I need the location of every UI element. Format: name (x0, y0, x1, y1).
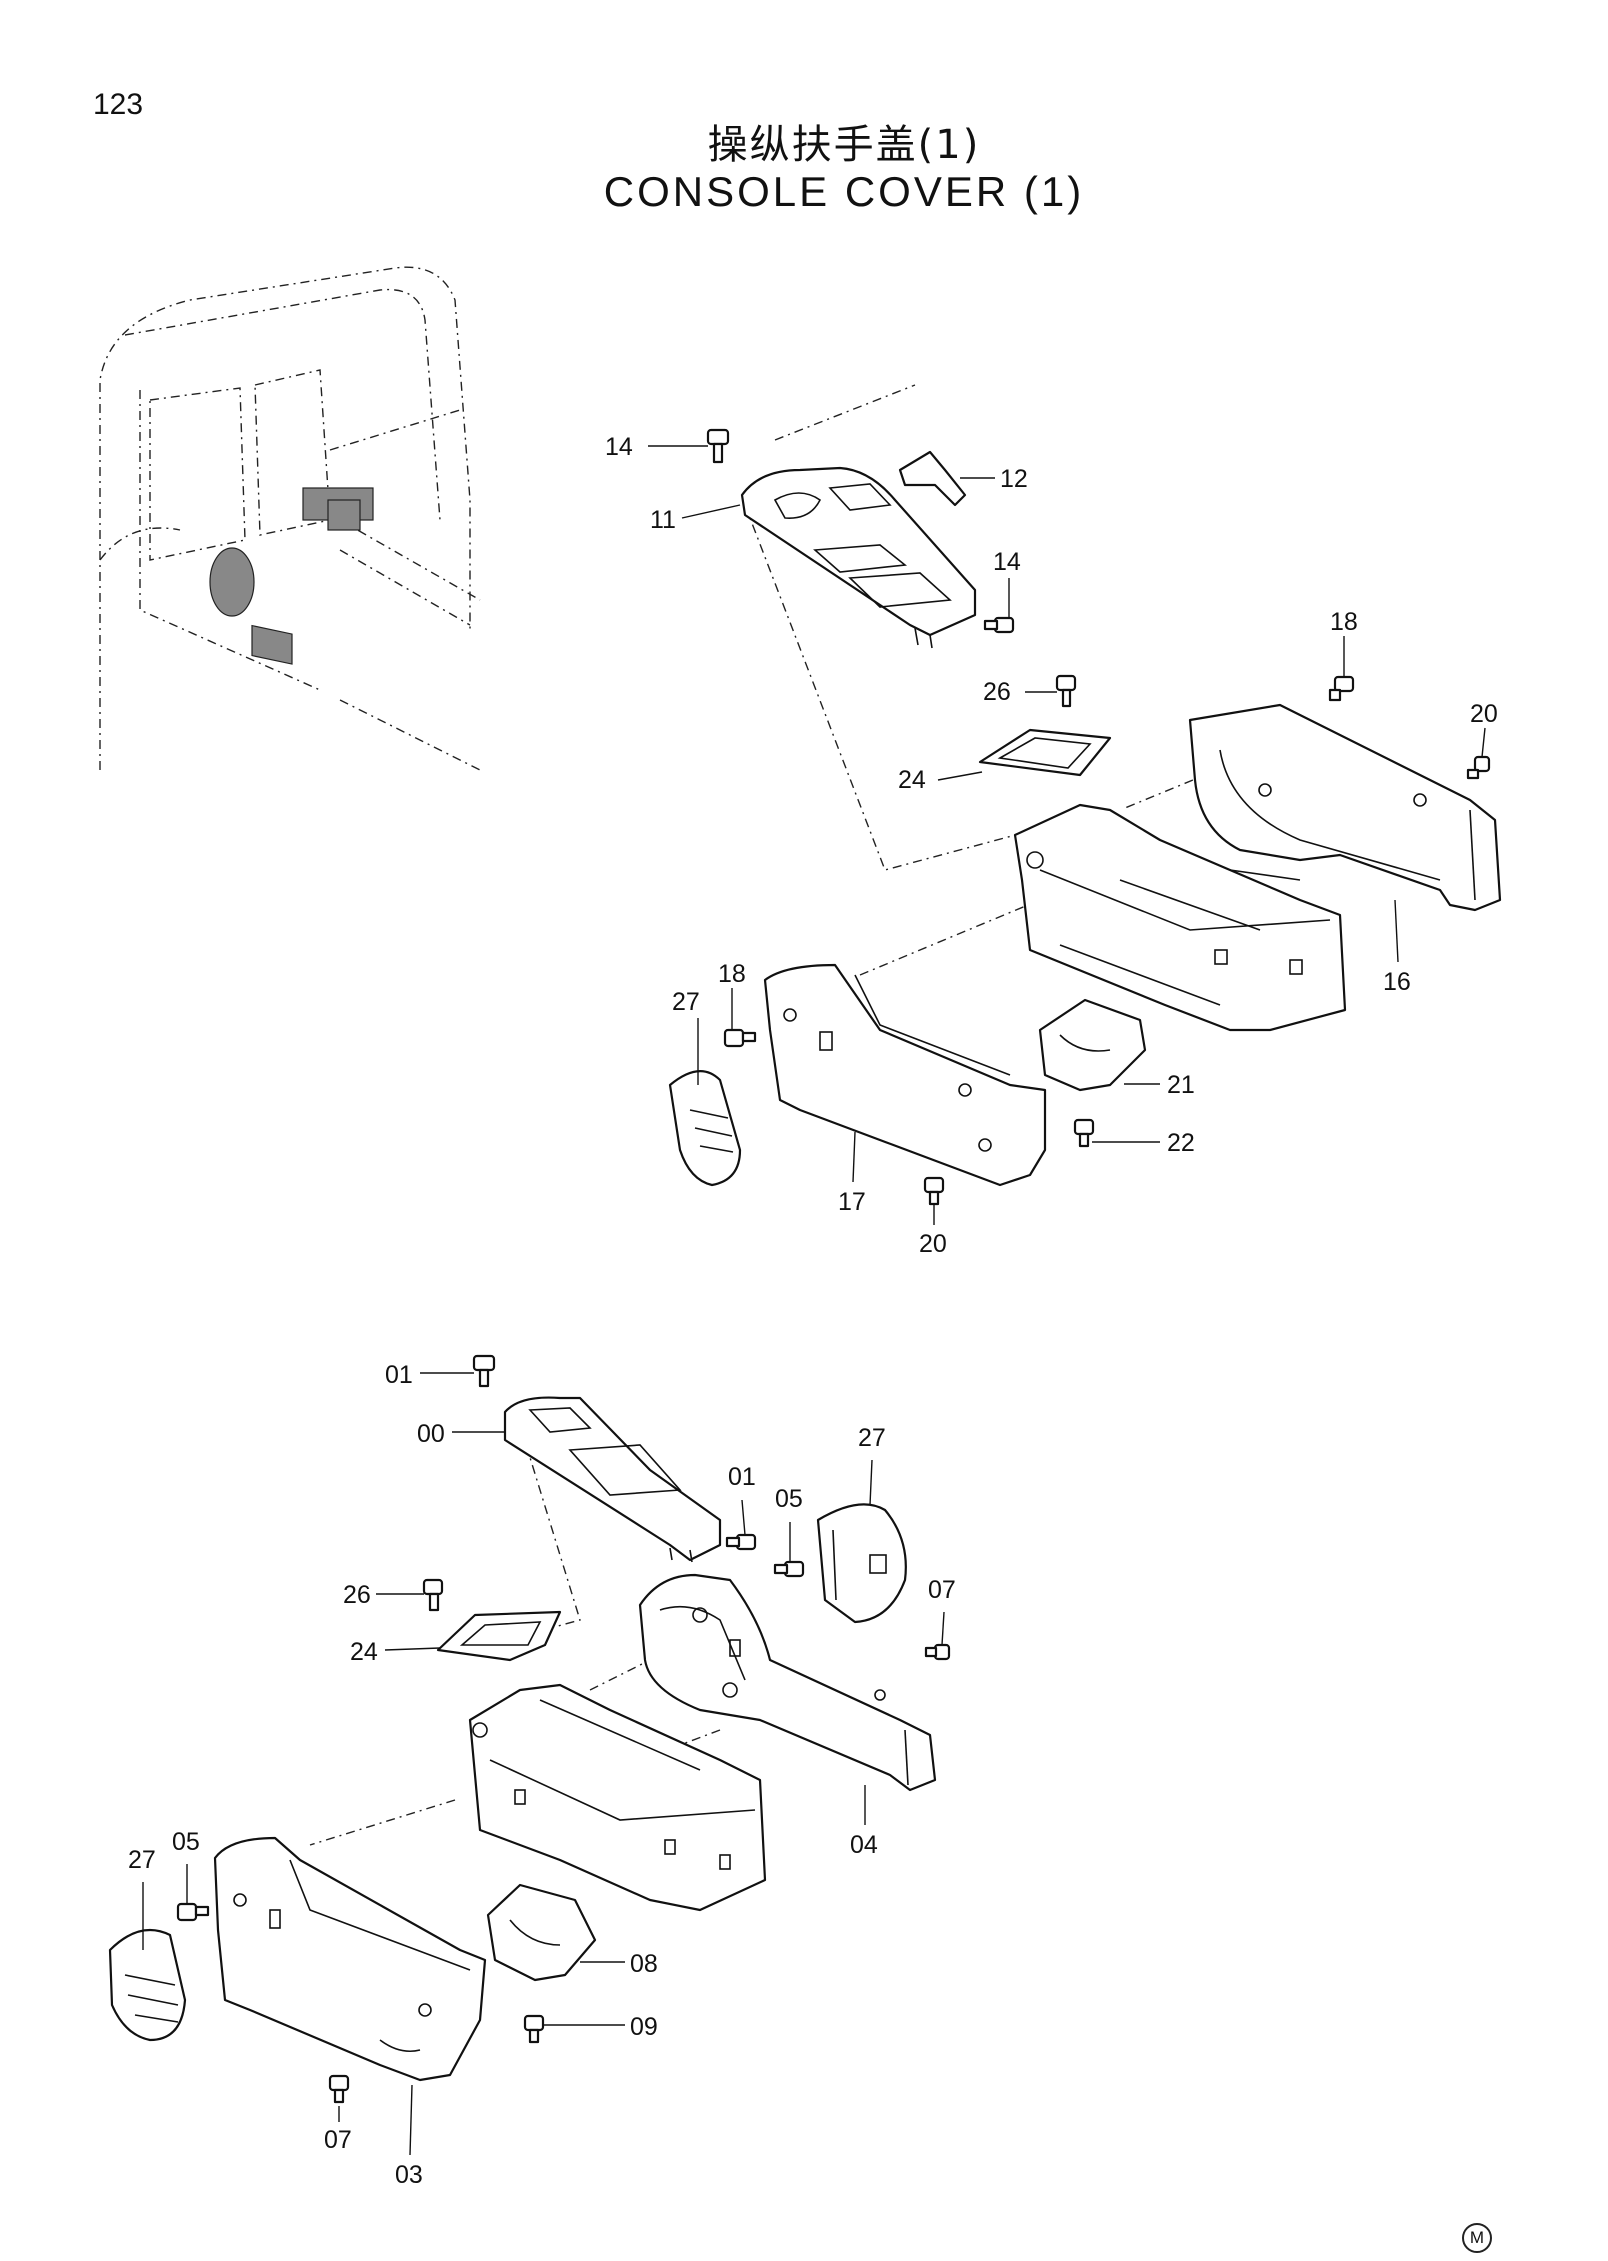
part-21-lower-bracket (1038, 998, 1147, 1092)
page-title-english: CONSOLE COVER (1) (603, 168, 1085, 215)
callout-05-upper: 05 (775, 1485, 803, 1513)
part-27-cap-lower-left (108, 1928, 187, 2042)
screw-07-lower-left (328, 2074, 350, 2104)
lower-callouts: 01 00 01 05 27 26 24 07 04 27 05 08 09 0… (128, 1361, 956, 2189)
screw-05-upper (773, 1560, 805, 1578)
screw-18-upper-left (723, 1028, 757, 1048)
callout-04: 04 (850, 1831, 878, 1859)
part-08-bracket (486, 1883, 597, 1982)
callout-00: 00 (417, 1420, 445, 1448)
part-24-grommet-lower (436, 1610, 562, 1662)
part-11-armrest (740, 466, 977, 637)
screw-14-top (706, 428, 730, 464)
callout-24-upper: 24 (898, 766, 926, 794)
part-00-armrest (503, 1396, 722, 1562)
page-number: 123 (93, 88, 144, 121)
callout-26-lower: 26 (343, 1581, 371, 1609)
callout-09: 09 (630, 2013, 658, 2041)
callout-24-lower: 24 (350, 1638, 378, 1666)
callout-21: 21 (1167, 1071, 1195, 1099)
screw-14-side (983, 616, 1015, 634)
upper-assembly (668, 384, 1502, 1206)
part-04-right-cover (638, 1573, 937, 1792)
part-16-right-cover (1188, 703, 1502, 912)
callout-18-right: 18 (1330, 608, 1358, 636)
callout-20-bottom: 20 (919, 1230, 947, 1258)
base-frame-upper (1013, 803, 1347, 1032)
callout-16: 16 (1383, 968, 1411, 996)
callout-08: 08 (630, 1950, 658, 1978)
screw-20-upper-bottom (923, 1176, 945, 1206)
page-title-chinese: 操纵扶手盖(1) (707, 122, 981, 168)
callout-11: 11 (650, 506, 676, 534)
callout-01-top: 01 (385, 1361, 413, 1389)
callout-14-side: 14 (993, 548, 1021, 576)
screw-07-upper-right (924, 1643, 951, 1661)
callout-01-side: 01 (728, 1463, 756, 1491)
callout-22: 22 (1167, 1129, 1195, 1157)
screw-22 (1073, 1118, 1095, 1148)
callout-20-right: 20 (1470, 700, 1498, 728)
callout-03: 03 (395, 2161, 423, 2189)
cab-overview-illustration (99, 266, 481, 771)
callout-05-lower: 05 (172, 1828, 200, 1856)
callout-18-left: 18 (718, 960, 746, 988)
part-24-grommet-upper (978, 728, 1112, 777)
screw-01-top (472, 1354, 496, 1388)
part-27-cap-lower-right (816, 1503, 907, 1624)
callout-07-right: 07 (928, 1576, 956, 1604)
manufacturer-mark: M (1462, 2223, 1492, 2253)
part-17-left-cover (763, 963, 1047, 1187)
callout-26-upper: 26 (983, 678, 1011, 706)
base-frame-lower (468, 1683, 767, 1912)
lower-assembly (108, 1354, 951, 2104)
screw-26-lower (422, 1578, 444, 1612)
part-03-left-cover (213, 1836, 487, 2082)
callout-27-left: 27 (128, 1846, 156, 1874)
screw-26-upper (1055, 674, 1077, 708)
callout-07-left: 07 (324, 2126, 352, 2154)
screw-01-side (725, 1533, 757, 1551)
callout-14-top: 14 (605, 433, 633, 461)
part-27-cap-upper (668, 1070, 742, 1187)
callout-17: 17 (838, 1188, 866, 1216)
screw-09 (523, 2014, 545, 2044)
part-12-bracket (898, 450, 967, 507)
screw-20-upper-right (1466, 755, 1491, 780)
upper-callouts: 14 12 11 14 18 20 26 24 16 18 27 21 22 1… (605, 433, 1498, 1258)
screw-05-lower (176, 1902, 210, 1922)
callout-12: 12 (1000, 465, 1028, 493)
callout-27-upper: 27 (672, 988, 700, 1016)
screw-18-upper-right (1328, 675, 1355, 702)
callout-27-right: 27 (858, 1424, 886, 1452)
